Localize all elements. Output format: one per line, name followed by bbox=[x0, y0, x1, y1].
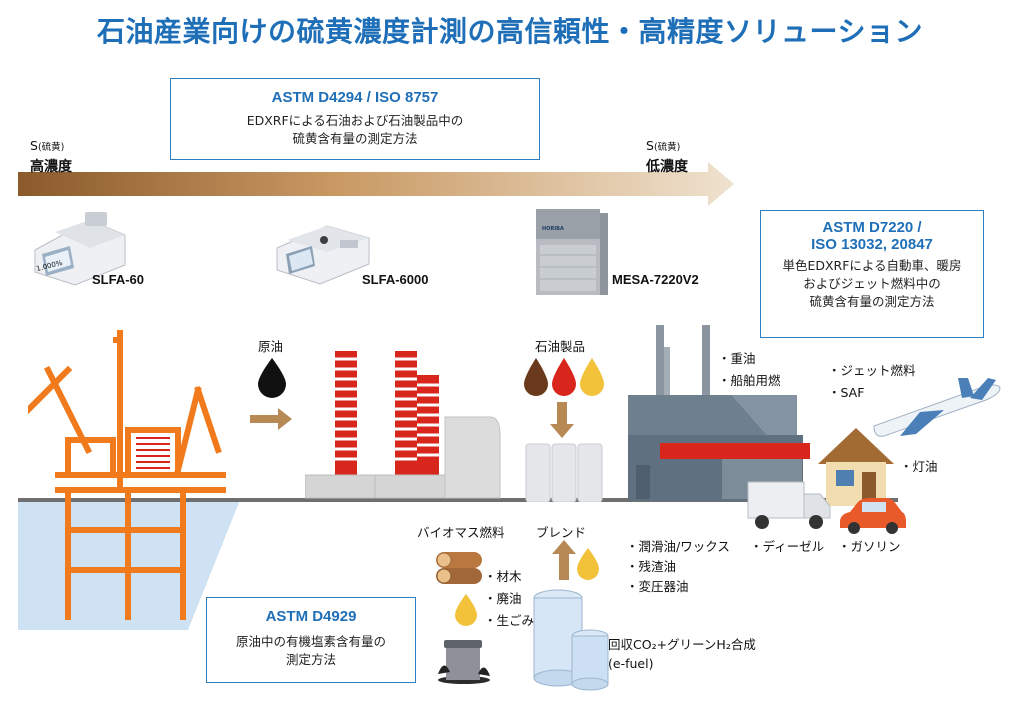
slfa-60-label: SLFA-60 bbox=[92, 272, 145, 287]
crude-oil-drop-icon bbox=[258, 358, 286, 398]
factory-illustration bbox=[628, 325, 810, 501]
slfa-6000-label: SLFA-6000 bbox=[362, 272, 429, 287]
efuel-label-1: 回収CO₂+グリーンH₂合成 bbox=[608, 637, 756, 652]
astm-d4929-desc-1: 原油中の有機塩素含有量の bbox=[235, 634, 386, 649]
oil-drop-icon bbox=[455, 594, 477, 626]
gasoline-label: ・ガソリン bbox=[838, 539, 901, 554]
slfa-60-device bbox=[34, 212, 126, 286]
astm-d4294-box: ASTM D4294 / ISO 8757 EDXRFによる石油および石油製品中… bbox=[170, 78, 540, 160]
residual-oil-label: ・残渣油 bbox=[626, 559, 677, 574]
truck-icon bbox=[747, 481, 831, 529]
astm-d4294-desc-1: EDXRFによる石油および石油製品中の bbox=[246, 113, 464, 128]
astm-d4929-desc-2: 測定方法 bbox=[285, 652, 336, 667]
airplane-icon bbox=[873, 378, 1001, 437]
fuel-drop-icon bbox=[577, 548, 599, 580]
petroleum-products-label: 石油製品 bbox=[535, 339, 586, 354]
crude-oil-label: 原油 bbox=[258, 339, 284, 354]
refinery-illustration bbox=[305, 351, 501, 499]
mesa-7220v2-label: MESA-7220V2 bbox=[612, 272, 699, 287]
biomass-label: バイオマス燃料 bbox=[417, 526, 505, 540]
astm-d4294-desc-2: 硫黄含有量の測定方法 bbox=[292, 131, 418, 146]
bio-item-waste-oil: ・廃油 bbox=[484, 591, 522, 606]
oil-rig-illustration bbox=[28, 330, 226, 620]
blend-label: ブレンド bbox=[536, 525, 587, 540]
house-illustration bbox=[818, 428, 894, 506]
page-title: 石油産業向けの硫黄濃度計測の高信頼性・高精度ソリューション bbox=[97, 15, 923, 48]
bio-item-food-waste: ・生ごみ bbox=[484, 613, 535, 628]
saf-label: ・SAF bbox=[828, 385, 865, 400]
high-conc-s: S(硫黄) bbox=[30, 138, 65, 153]
bio-item-wood: ・材木 bbox=[484, 569, 522, 584]
down-arrow-icon bbox=[550, 402, 574, 438]
astm-d7220-title-1: ASTM D7220 / bbox=[822, 219, 922, 236]
efuel-label-2: (e-fuel) bbox=[608, 656, 654, 671]
diesel-label: ・ディーゼル bbox=[750, 539, 825, 554]
horiba-logo: HORIBA bbox=[542, 226, 564, 232]
transformer-oil-label: ・変圧器油 bbox=[626, 579, 689, 594]
concentration-arrow bbox=[18, 162, 734, 206]
slfa-6000-device bbox=[276, 225, 370, 285]
high-conc-label: 高濃度 bbox=[30, 158, 72, 174]
car-icon bbox=[840, 498, 906, 534]
jet-fuel-label: ・ジェット燃料 bbox=[828, 363, 916, 378]
astm-d4294-title: ASTM D4294 / ISO 8757 bbox=[271, 89, 439, 106]
low-conc-s: S(硫黄) bbox=[646, 138, 681, 153]
trash-can-icon bbox=[438, 640, 490, 684]
astm-d7220-desc-1: 単色EDXRFによる自動車、暖房 bbox=[782, 258, 962, 273]
lube-wax-label: ・潤滑油/ワックス bbox=[626, 539, 730, 554]
astm-d7220-box: ASTM D7220 / ISO 13032, 20847 単色EDXRFによる… bbox=[760, 210, 984, 338]
astm-d7220-desc-3: 硫黄含有量の測定方法 bbox=[809, 294, 935, 309]
flow-arrow-icon bbox=[250, 408, 292, 430]
logs-icon bbox=[436, 552, 482, 584]
low-conc-label: 低濃度 bbox=[646, 158, 688, 174]
storage-tanks-illustration bbox=[525, 443, 603, 502]
astm-d4929-box: ASTM D4929 原油中の有機塩素含有量の 測定方法 bbox=[206, 597, 416, 683]
mesa-7220v2-device bbox=[536, 209, 608, 295]
astm-d4929-title: ASTM D4929 bbox=[265, 608, 357, 625]
marine-fuel-label: ・船舶用燃 bbox=[718, 373, 781, 388]
up-arrow-icon bbox=[552, 540, 576, 580]
efuel-tanks-illustration bbox=[533, 589, 609, 691]
kerosene-label: ・灯油 bbox=[900, 459, 938, 474]
astm-d7220-title-2: ISO 13032, 20847 bbox=[811, 236, 933, 253]
ground-line bbox=[18, 498, 898, 502]
astm-d7220-desc-2: およびジェット燃料中の bbox=[803, 276, 941, 291]
heavy-oil-label: ・重油 bbox=[718, 351, 756, 366]
product-drops-icon bbox=[524, 358, 604, 396]
